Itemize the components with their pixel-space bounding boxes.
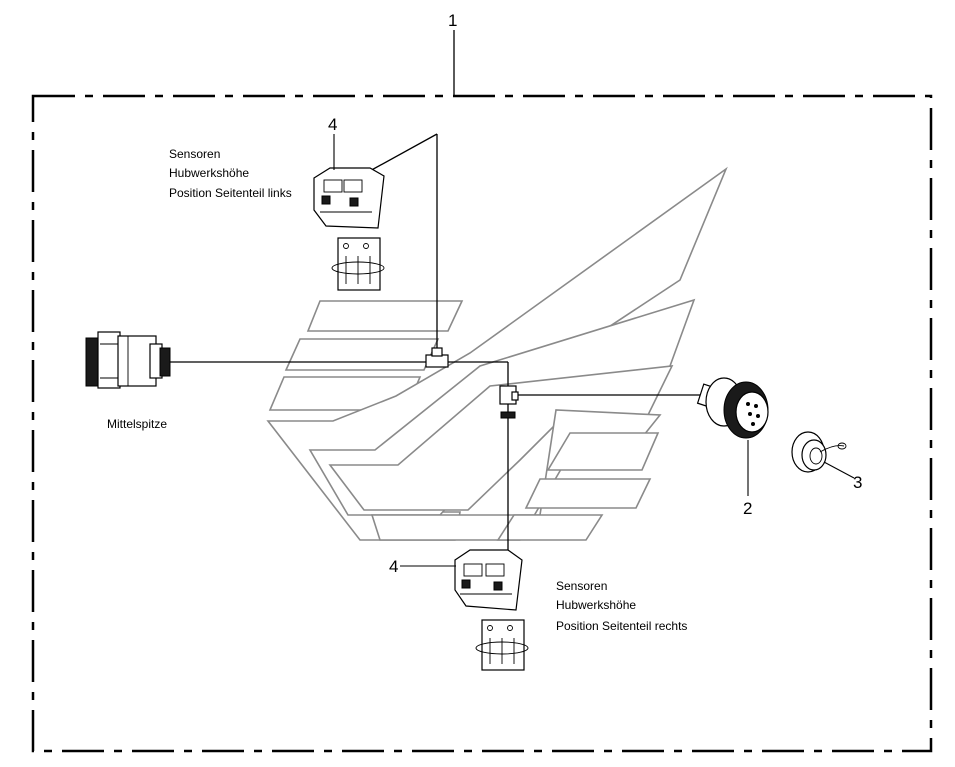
right-sensor-label-line1: Sensoren	[556, 579, 607, 593]
sensor-left-connector	[313, 167, 385, 229]
round-socket-connector	[696, 377, 769, 439]
callout-4-right: 4	[389, 557, 398, 576]
sensor-right-bottom-view	[475, 619, 529, 671]
callout-1: 1	[448, 11, 457, 30]
callout-3-leader	[823, 461, 855, 479]
callout-2: 2	[743, 499, 752, 518]
center-connector-label: Mittelspitze	[107, 417, 167, 431]
sensor-left-bottom-view	[331, 237, 385, 291]
left-sensor-label-line3: Position Seitenteil links	[169, 186, 292, 200]
left-sensor-label-line1: Sensoren	[169, 147, 220, 161]
background-logo	[266, 166, 728, 541]
callout-4-left: 4	[328, 115, 337, 134]
callout-3: 3	[853, 473, 862, 492]
junction-block-upper	[425, 347, 449, 368]
assembly-boundary	[31, 94, 933, 753]
sensor-right-connector	[454, 549, 523, 611]
right-sensor-label-line3: Position Seitenteil rechts	[556, 619, 687, 633]
center-connector	[85, 331, 171, 389]
right-sensor-label-line2: Hubwerkshöhe	[556, 598, 636, 612]
left-sensor-label-line2: Hubwerkshöhe	[169, 166, 249, 180]
protective-cap	[791, 431, 847, 473]
junction-block-lower	[499, 385, 519, 419]
